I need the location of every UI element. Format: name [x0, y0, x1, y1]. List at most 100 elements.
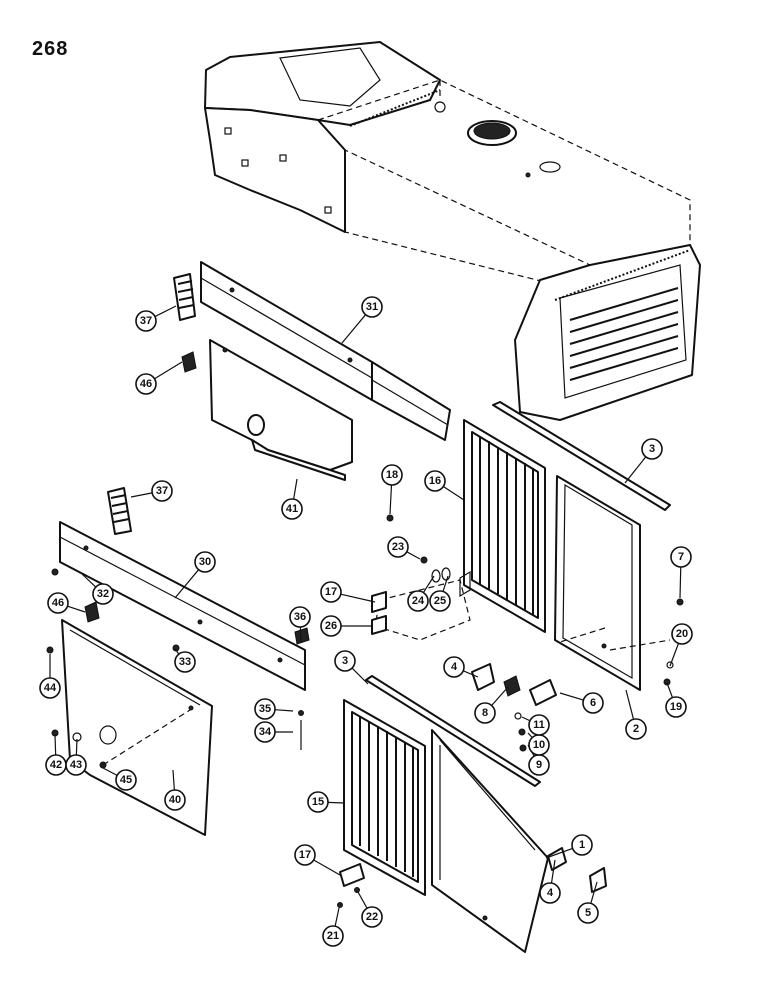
lower-side-rail-30 — [59, 521, 306, 691]
callout-bubble-c17b — [294, 844, 316, 866]
callout-leader-c7 — [679, 566, 682, 599]
callout-bubble-c26 — [320, 615, 342, 637]
callout-label-c20: 20 — [676, 628, 688, 640]
clip-46-lower — [84, 601, 100, 623]
callout-label-c11: 11 — [533, 719, 545, 731]
callout-label-c21: 21 — [327, 930, 339, 942]
callout-bubble-c21 — [322, 925, 344, 947]
callout-label-c9: 9 — [536, 759, 542, 771]
callout-bubble-c18 — [381, 464, 403, 486]
callout-leader-c42 — [54, 734, 57, 756]
callout-label-c25: 25 — [434, 595, 446, 607]
callout-label-c24: 24 — [412, 595, 425, 607]
callout-leader-c17a — [340, 593, 376, 603]
hardware-lower-left — [46, 568, 310, 769]
callout-label-c2: 2 — [633, 723, 639, 735]
callout-bubble-c36 — [289, 606, 311, 628]
callout-leader-c4b — [550, 859, 556, 884]
callout-bubble-c32 — [92, 583, 114, 605]
callout-label-c26: 26 — [325, 620, 337, 632]
upper-side-panel-41 — [209, 339, 353, 481]
callout-label-c34: 34 — [259, 726, 272, 738]
callout-leader-c21 — [334, 907, 340, 927]
callout-label-c17a: 17 — [325, 586, 337, 598]
callout-label-c16: 16 — [429, 475, 441, 487]
callout-label-c31: 31 — [366, 301, 378, 313]
callout-leader-c18 — [389, 484, 393, 515]
callout-bubble-c8 — [474, 702, 496, 724]
callout-bubble-c20 — [671, 623, 693, 645]
callout-label-c41: 41 — [286, 503, 298, 515]
callout-leader-c46b — [67, 605, 86, 613]
callout-leader-c37b — [130, 492, 153, 498]
callout-bubble-c17a — [320, 581, 342, 603]
filter-37-lower — [107, 487, 132, 535]
callout-leader-c31 — [341, 314, 367, 344]
callout-label-c42: 42 — [50, 759, 62, 771]
callout-label-c46b: 46 — [52, 597, 64, 609]
callout-bubble-c46a — [135, 373, 157, 395]
lower-grille-15 — [343, 699, 426, 896]
callout-label-c44: 44 — [44, 682, 57, 694]
callout-label-c23: 23 — [392, 541, 404, 553]
callout-leader-c1 — [545, 847, 573, 859]
callout-bubble-c6 — [582, 692, 604, 714]
callout-label-c5: 5 — [585, 907, 591, 919]
callout-bubble-c43 — [65, 754, 87, 776]
callout-bubble-c40 — [164, 789, 186, 811]
callout-leader-c41 — [293, 478, 298, 500]
callout-label-c43: 43 — [70, 759, 82, 771]
callout-leader-c5 — [590, 881, 598, 904]
callout-leader-c16 — [443, 485, 465, 501]
clip-46-upper — [181, 351, 197, 373]
upper-side-rail-31 — [200, 261, 451, 441]
callout-label-c1: 1 — [579, 839, 585, 851]
callout-label-c22: 22 — [366, 911, 378, 923]
callout-label-c30: 30 — [199, 556, 211, 568]
callout-label-c6: 6 — [590, 697, 596, 709]
callout-bubble-c30 — [194, 551, 216, 573]
callout-leader-c32 — [81, 573, 97, 588]
callout-bubble-c5 — [577, 902, 599, 924]
callout-leader-c46a — [154, 361, 183, 380]
callout-bubble-c19 — [665, 696, 687, 718]
callout-bubble-c35 — [254, 698, 276, 720]
lower-side-cover-1 — [431, 729, 549, 953]
page-number: 268 — [32, 38, 69, 60]
callout-leader-c10 — [527, 732, 533, 739]
dashed-mount-upper — [374, 579, 471, 641]
callout-label-c4b: 4 — [547, 887, 554, 899]
callout-leader-c30 — [174, 569, 200, 599]
callout-bubble-c3b — [334, 650, 356, 672]
callout-label-c19: 19 — [670, 701, 682, 713]
callout-bubble-c24 — [407, 590, 429, 612]
callout-label-c37b: 37 — [156, 485, 168, 497]
callout-leader-c2 — [625, 689, 635, 720]
callout-leader-c40 — [172, 769, 175, 791]
lower-side-panel-40 — [61, 619, 213, 836]
callout-leader-c45 — [102, 767, 118, 776]
callout-bubble-c34 — [254, 721, 276, 743]
callout-leader-c3a — [624, 456, 647, 484]
callout-leader-c20 — [669, 643, 680, 667]
callout-bubble-c1 — [571, 834, 593, 856]
brackets-and-hardware — [337, 514, 684, 908]
callout-leader-c43 — [75, 738, 78, 756]
callout-bubble-c37a — [135, 310, 157, 332]
callout-leader-c25 — [442, 575, 449, 592]
callout-bubble-c4a — [443, 656, 465, 678]
callout-label-c10: 10 — [533, 739, 545, 751]
callout-bubble-c2 — [625, 718, 647, 740]
callout-bubble-c11 — [528, 714, 550, 736]
callout-bubble-c44 — [39, 677, 61, 699]
callout-leader-c37a — [154, 305, 177, 318]
callout-label-c46a: 46 — [140, 378, 152, 390]
callout-bubble-c23 — [387, 536, 409, 558]
callout-label-c45: 45 — [120, 774, 132, 786]
upper-grille-16 — [459, 419, 546, 633]
callout-bubble-c16 — [424, 470, 446, 492]
callout-leader-c22 — [357, 891, 368, 909]
hood-assembly — [204, 41, 701, 421]
callout-label-c35: 35 — [259, 703, 271, 715]
